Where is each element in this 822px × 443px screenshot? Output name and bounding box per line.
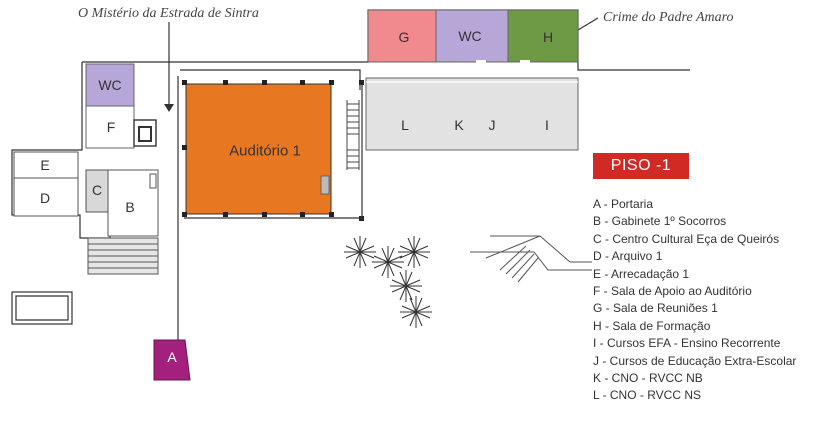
legend-item: C - Centro Cultural Eça de Queirós [593, 231, 780, 246]
label-room-f: F [106, 119, 116, 135]
caption-estrada-de-sintra: O Mistério da Estrada de Sintra [78, 6, 259, 21]
label-room-e: E [40, 157, 50, 173]
label-room-l: L [401, 117, 409, 133]
label-room-wc-left: WC [98, 77, 122, 93]
label-room-wc-top: WC [458, 28, 482, 44]
legend-item: H - Sala de Formação [593, 318, 711, 333]
label-room-c: C [91, 182, 103, 198]
room-lkji-block [365, 77, 579, 151]
legend-item: A - Portaria [593, 197, 654, 211]
legend-item: I - Cursos EFA - Ensino Recorrente [593, 336, 781, 351]
room-wc-top [435, 9, 509, 63]
legend-item: F - Sala de Apoio ao Auditório [593, 284, 752, 299]
room-a [153, 339, 191, 381]
label-room-b: B [125, 199, 135, 215]
room-f [85, 105, 135, 149]
label-room-k: K [454, 117, 464, 133]
label-room-auditorio: Auditório 1 [229, 142, 301, 160]
label-room-d: D [39, 190, 51, 206]
room-wc-left [85, 63, 135, 107]
legend-item: J - Cursos de Educação Extra-Escolar [593, 353, 797, 368]
label-room-h: H [542, 29, 554, 45]
label-room-a: A [167, 349, 177, 365]
room-h [507, 9, 579, 63]
room-e [13, 151, 79, 179]
legend-item: G - Sala de Reuniões 1 [593, 301, 718, 316]
room-d [13, 177, 79, 217]
label-room-j: J [488, 117, 496, 133]
label-room-i: I [545, 117, 549, 133]
label-room-g: G [398, 29, 410, 45]
legend-item: D - Arquivo 1 [593, 249, 663, 264]
room-legend: A - Portaria B - Gabinete 1º Socorros C … [593, 196, 796, 405]
legend-item: E - Arrecadação 1 [593, 266, 690, 281]
legend-item: L - CNO - RVCC NS [593, 388, 702, 403]
caption-padre-amaro: Crime do Padre Amaro [603, 10, 734, 25]
legend-item: B - Gabinete 1º Socorros [593, 214, 727, 229]
legend-item: K - CNO - RVCC NB [593, 371, 703, 386]
floor-badge: PISO -1 [593, 153, 689, 179]
room-auditorio [185, 83, 332, 215]
